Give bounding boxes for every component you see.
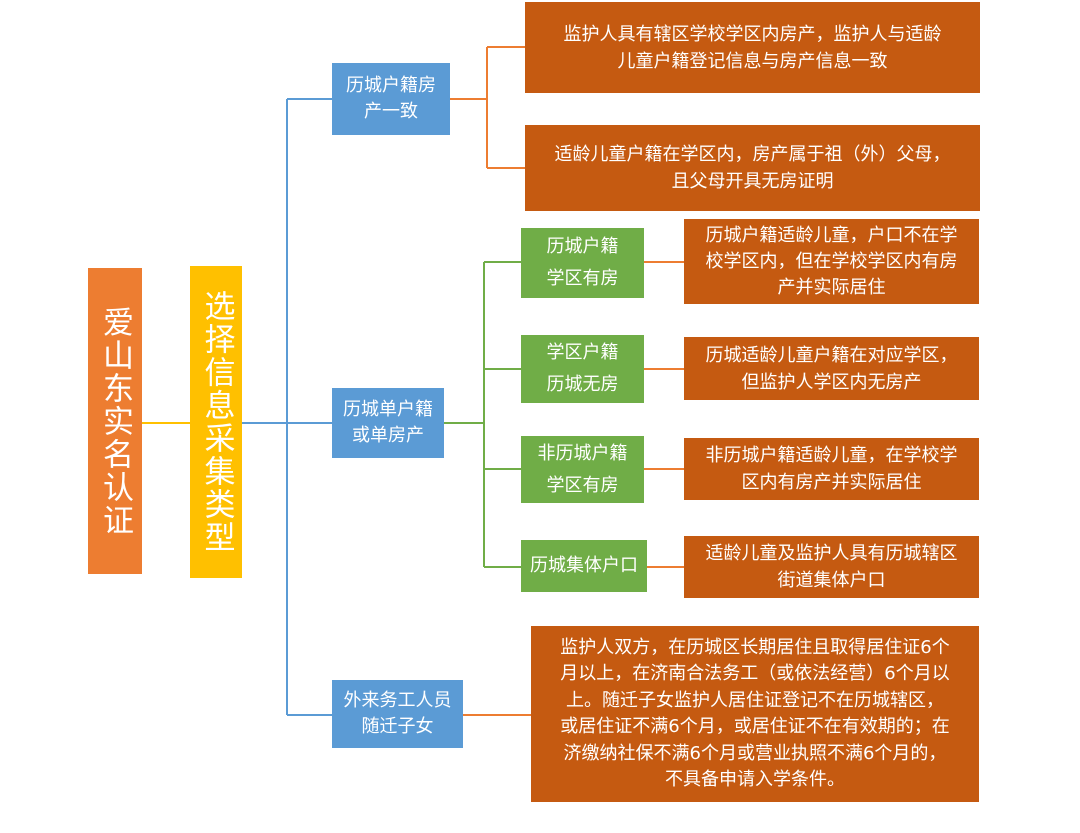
leaf-node-text: 历城户籍适龄儿童，户口不在学 校学区内，但在学校学区内有房 产并实际居住 xyxy=(705,224,958,298)
sub-node-non-licheng-hukou-district-house: 非历城户籍 学区有房 xyxy=(521,436,644,503)
leaf-node-collective-hukou: 适龄儿童及监护人具有历城辖区 街道集体户口 xyxy=(684,536,979,598)
branch-node-migrant-children: 外来务工人员 随迁子女 xyxy=(332,680,463,748)
leaf-node-district-hukou-no-house: 历城适龄儿童户籍在对应学区， 但监护人学区内无房产 xyxy=(684,337,979,400)
branch-node-label: 历城户籍房 产一致 xyxy=(346,75,436,122)
sub-node-district-hukou-no-house: 学区户籍 历城无房 xyxy=(521,335,644,403)
branch-node-label: 外来务工人员 随迁子女 xyxy=(343,690,452,737)
leaf-node-text: 监护人双方，在历城区长期居住且取得居住证6个 月以上，在济南合法务工（或依法经营… xyxy=(560,636,950,791)
level1-node-label: 选择信息采集类型 xyxy=(198,290,235,554)
sub-node-label: 历城户籍 学区有房 xyxy=(546,236,619,289)
branch-node-single-hukou-or-property: 历城单户籍 或单房产 xyxy=(332,388,444,458)
branch-node-label: 历城单户籍 或单房产 xyxy=(343,399,433,446)
sub-node-label: 非历城户籍 学区有房 xyxy=(537,442,628,496)
leaf-node-property-consistent-2: 适龄儿童户籍在学区内，房产属于祖（外）父母， 且父母开具无房证明 xyxy=(525,125,980,211)
connector-branch1-leaves xyxy=(450,46,525,169)
leaf-node-property-consistent-1: 监护人具有辖区学校学区内房产，监护人与适龄 儿童户籍登记信息与房产信息一致 xyxy=(525,2,980,93)
root-node: 爱山东实名认证 xyxy=(88,268,142,574)
level1-node: 选择信息采集类型 xyxy=(190,266,242,578)
sub-node-collective-hukou: 历城集体户口 xyxy=(521,540,647,592)
connector-subs-leaves xyxy=(644,261,684,568)
leaf-node-text: 历城适龄儿童户籍在对应学区， 但监护人学区内无房产 xyxy=(705,344,958,393)
sub-node-label: 学区户籍 历城无房 xyxy=(546,342,619,395)
leaf-node-text: 适龄儿童户籍在学区内，房产属于祖（外）父母， 且父母开具无房证明 xyxy=(554,144,951,192)
leaf-node-licheng-hukou-district-house: 历城户籍适龄儿童，户口不在学 校学区内，但在学校学区内有房 产并实际居住 xyxy=(684,219,979,304)
root-node-label: 爱山东实名认证 xyxy=(97,305,133,537)
connector-branch2-subs xyxy=(444,261,521,568)
leaf-node-migrant-children: 监护人双方，在历城区长期居住且取得居住证6个 月以上，在济南合法务工（或依法经营… xyxy=(531,626,979,802)
sub-node-label: 历城集体户口 xyxy=(530,555,638,576)
leaf-node-text: 适龄儿童及监护人具有历城辖区 街道集体户口 xyxy=(705,543,958,591)
leaf-node-text: 非历城户籍适龄儿童，在学校学 区内有房产并实际居住 xyxy=(705,445,958,493)
leaf-node-text: 监护人具有辖区学校学区内房产，监护人与适龄 儿童户籍登记信息与房产信息一致 xyxy=(563,23,942,72)
connector-level1-branches xyxy=(242,98,332,716)
branch-node-property-consistent: 历城户籍房 产一致 xyxy=(332,63,450,135)
sub-node-licheng-hukou-district-house: 历城户籍 学区有房 xyxy=(521,228,644,298)
leaf-node-non-licheng-hukou-district-house: 非历城户籍适龄儿童，在学校学 区内有房产并实际居住 xyxy=(684,438,979,500)
